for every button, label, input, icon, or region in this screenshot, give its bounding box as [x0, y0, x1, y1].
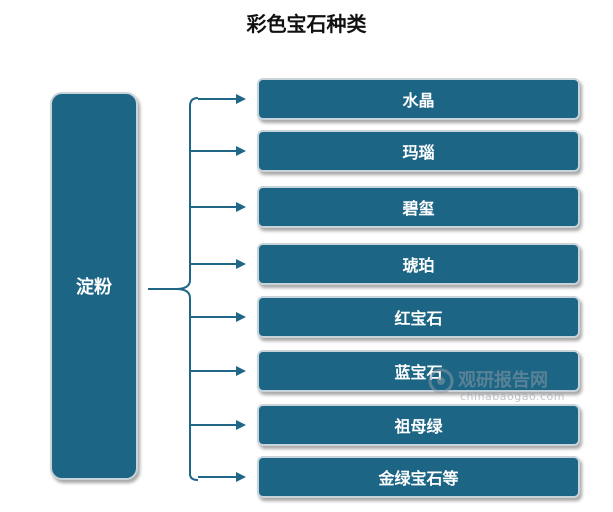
- root-node: 淀粉: [50, 92, 138, 480]
- item-label: 碧玺: [402, 199, 435, 218]
- item-label: 琥珀: [402, 256, 435, 275]
- item-node: 金绿宝石等: [257, 456, 580, 498]
- brace-curl: [175, 279, 191, 290]
- watermark-en: chinabaogao.com: [460, 390, 565, 403]
- item-node: 琥珀: [257, 243, 580, 285]
- item-label: 水晶: [402, 91, 435, 110]
- watermark-cn: 观研报告网: [458, 370, 548, 391]
- item-label: 红宝石: [394, 309, 443, 328]
- item-node: 祖母绿: [257, 404, 580, 446]
- root-label: 淀粉: [76, 277, 112, 298]
- diagram-title: 彩色宝石种类: [246, 12, 367, 36]
- item-label: 祖母绿: [394, 417, 443, 436]
- watermark-logo-icon: [428, 368, 454, 394]
- item-label: 金绿宝石等: [378, 469, 459, 488]
- watermark: 观研报告网 chinabaogao.com: [428, 366, 578, 410]
- item-node: 玛瑙: [257, 130, 580, 172]
- item-node: 碧玺: [257, 186, 580, 228]
- item-label: 玛瑙: [402, 143, 435, 162]
- item-node: 红宝石: [257, 296, 580, 338]
- item-node: 水晶: [257, 78, 580, 120]
- brace-curl: [175, 288, 191, 299]
- item-node: 蓝宝石: [257, 350, 580, 392]
